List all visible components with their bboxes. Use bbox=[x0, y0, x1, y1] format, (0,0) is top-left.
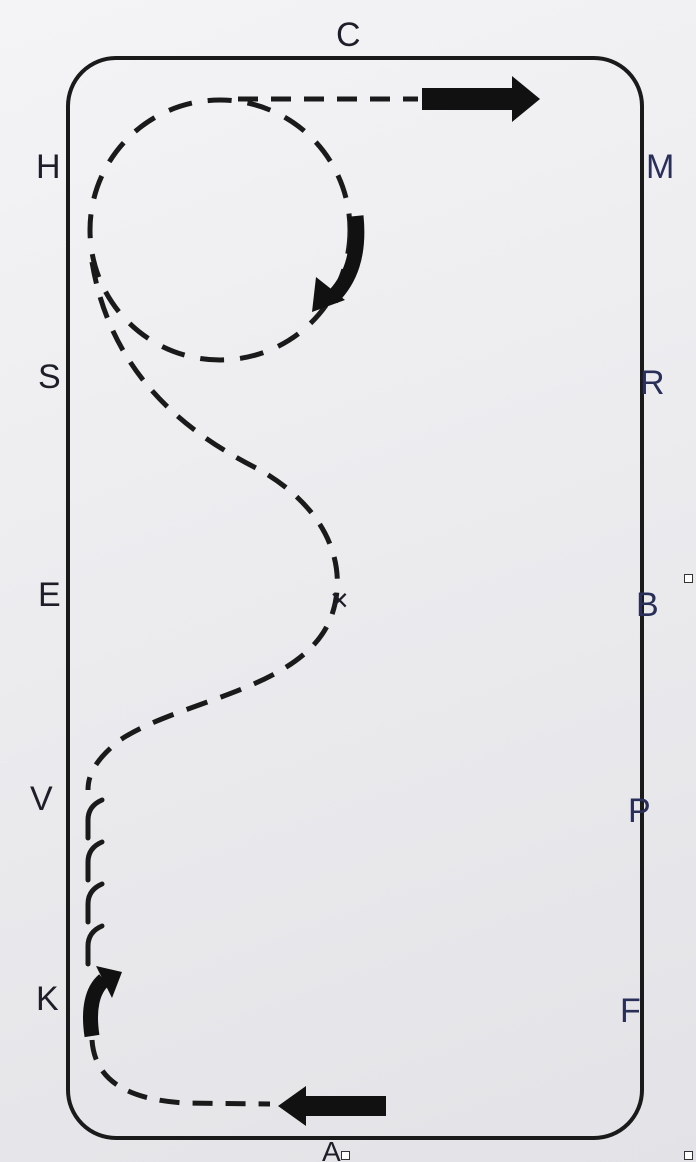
circle-path-dashed bbox=[87, 97, 353, 363]
serpentine-path-dashed bbox=[85, 261, 340, 791]
marker-f: F bbox=[620, 992, 641, 1030]
resize-handle-right[interactable] bbox=[684, 574, 693, 583]
marker-c: C bbox=[336, 16, 361, 54]
lateral-steps-marks bbox=[85, 797, 105, 967]
marker-a: A bbox=[322, 1136, 341, 1162]
marker-k: K bbox=[36, 980, 59, 1018]
marker-m: M bbox=[646, 148, 675, 186]
arena-outline bbox=[66, 56, 644, 1140]
curved-arrow-up-icon bbox=[83, 966, 122, 1038]
resize-handle-corner[interactable] bbox=[684, 1151, 693, 1160]
marker-s: S bbox=[38, 358, 61, 396]
arrow-right-icon bbox=[422, 76, 540, 122]
marker-r: R bbox=[640, 364, 665, 402]
marker-p: P bbox=[628, 792, 651, 830]
resize-handle-bottom[interactable] bbox=[341, 1151, 350, 1160]
marker-h: H bbox=[36, 148, 61, 186]
marker-b: B bbox=[636, 586, 659, 624]
marker-e: E bbox=[38, 576, 61, 614]
center-point-x: × bbox=[330, 582, 349, 618]
curved-arrow-down-icon bbox=[312, 215, 365, 312]
marker-v: V bbox=[30, 780, 53, 818]
arrow-left-icon bbox=[278, 1086, 386, 1126]
bottom-turn-path-dashed bbox=[89, 1039, 271, 1107]
